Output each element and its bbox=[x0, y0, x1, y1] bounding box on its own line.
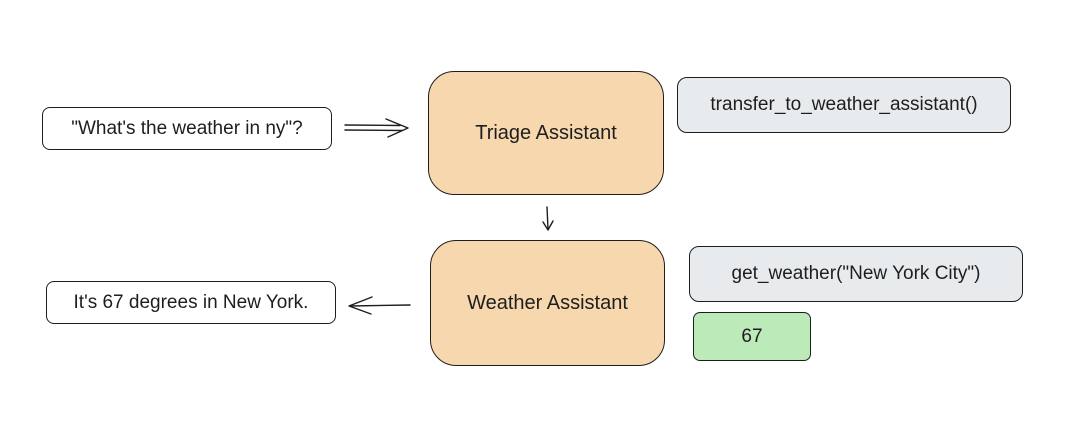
transfer-function-call-text: transfer_to_weather_assistant() bbox=[710, 94, 978, 115]
weather-result-text: 67 bbox=[741, 325, 763, 347]
triage-assistant-label: Triage Assistant bbox=[475, 121, 617, 144]
final-response-text: It's 67 degrees in New York. bbox=[73, 291, 309, 313]
arrow-query-to-triage bbox=[344, 118, 409, 138]
transfer-function-call-box: transfer_to_weather_assistant() bbox=[677, 77, 1011, 133]
user-query-text: "What's the weather in ny"? bbox=[71, 117, 303, 139]
get-weather-call-box: get_weather("New York City") bbox=[689, 246, 1023, 302]
arrow-triage-to-weather bbox=[542, 206, 554, 231]
final-response-box: It's 67 degrees in New York. bbox=[46, 281, 336, 324]
get-weather-call-text: get_weather("New York City") bbox=[731, 263, 981, 284]
user-query-box: "What's the weather in ny"? bbox=[42, 107, 332, 150]
arrow-weather-to-response bbox=[348, 296, 411, 315]
weather-assistant-label: Weather Assistant bbox=[467, 291, 628, 314]
weather-assistant-node: Weather Assistant bbox=[430, 240, 665, 366]
weather-result-box: 67 bbox=[693, 312, 811, 361]
triage-assistant-node: Triage Assistant bbox=[428, 71, 664, 195]
